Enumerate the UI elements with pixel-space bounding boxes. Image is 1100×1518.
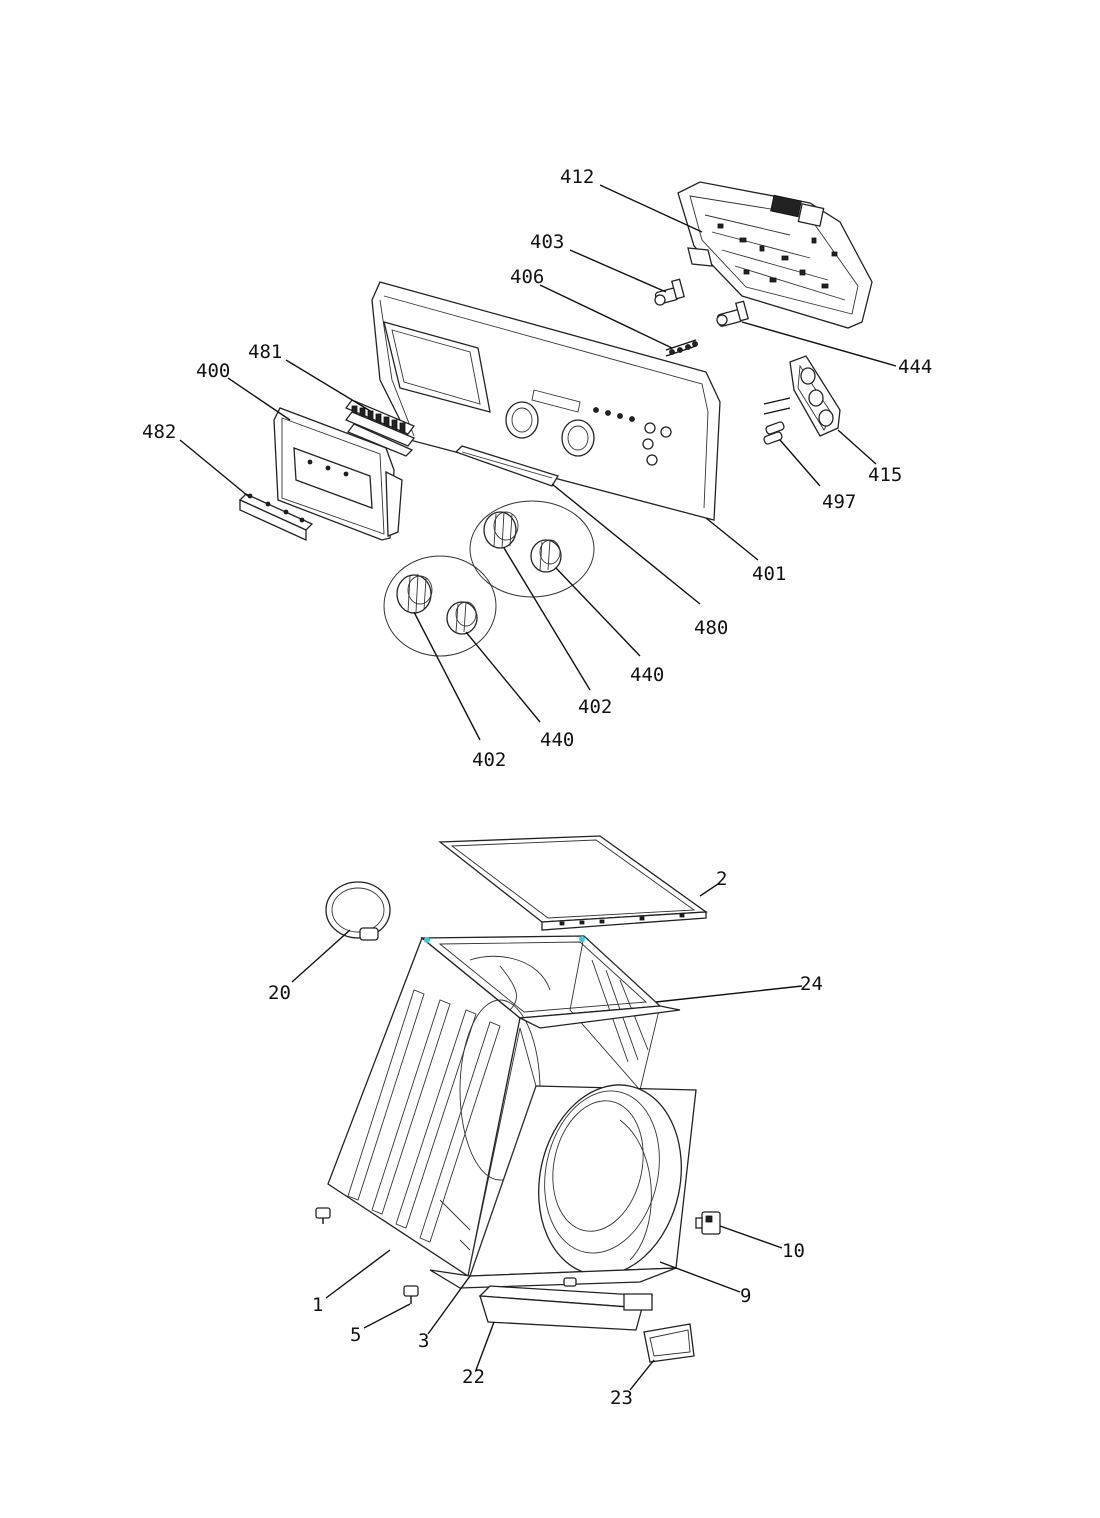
knob-group-upper xyxy=(469,500,595,598)
callout-10: 10 xyxy=(782,1240,805,1262)
callout-403: 403 xyxy=(530,231,564,253)
callout-402-upper: 402 xyxy=(578,696,612,718)
foot-5 xyxy=(403,1285,419,1304)
light-pipes-406 xyxy=(665,339,698,357)
callout-440-lower: 440 xyxy=(540,729,574,751)
callout-5: 5 xyxy=(350,1324,361,1346)
switch-403 xyxy=(654,278,685,306)
kick-plate-22 xyxy=(478,1285,654,1331)
hose-20 xyxy=(325,881,391,941)
callout-400: 400 xyxy=(196,360,230,382)
foot-rear xyxy=(563,1277,577,1287)
grille-insert-481 xyxy=(344,399,416,457)
callout-482: 482 xyxy=(142,421,176,443)
cabinet-body-1 xyxy=(327,935,697,1289)
pcb-board-412 xyxy=(677,181,873,329)
button-bar-480 xyxy=(454,445,559,487)
foot-upper-left xyxy=(315,1207,331,1224)
top-cover-2 xyxy=(438,835,708,931)
callout-412: 412 xyxy=(560,166,594,188)
door-lock-10 xyxy=(695,1211,721,1235)
callout-415: 415 xyxy=(868,464,902,486)
callout-402-lower: 402 xyxy=(472,749,506,771)
light-pipes-497 xyxy=(763,397,791,445)
callout-481: 481 xyxy=(248,341,282,363)
switch-444 xyxy=(716,300,749,327)
dispenser-drawer-400 xyxy=(273,407,403,541)
callout-22: 22 xyxy=(462,1366,485,1388)
callout-497: 497 xyxy=(822,491,856,513)
callout-440-upper: 440 xyxy=(630,664,664,686)
callout-480: 480 xyxy=(694,617,728,639)
callout-444: 444 xyxy=(898,356,932,378)
callout-1: 1 xyxy=(312,1294,323,1316)
filter-cap-23 xyxy=(643,1323,695,1363)
callout-9: 9 xyxy=(740,1285,751,1307)
control-panel-fascia-401 xyxy=(371,281,721,521)
callout-401: 401 xyxy=(752,563,786,585)
control-panel-assembly: 412 403 406 444 481 400 482 415 497 401 … xyxy=(142,166,932,771)
top-leader-lines xyxy=(179,184,897,741)
callout-2: 2 xyxy=(716,868,727,890)
callout-406: 406 xyxy=(510,266,544,288)
callout-24: 24 xyxy=(800,973,823,995)
callout-20: 20 xyxy=(268,982,291,1004)
callout-23: 23 xyxy=(610,1387,633,1409)
knob-group-lower xyxy=(383,555,497,657)
button-carrier-415 xyxy=(789,355,841,437)
callout-3: 3 xyxy=(418,1330,429,1352)
cabinet-assembly: 2 20 24 10 1 9 5 3 22 23 xyxy=(268,835,823,1409)
bottom-leader-lines xyxy=(291,883,803,1391)
